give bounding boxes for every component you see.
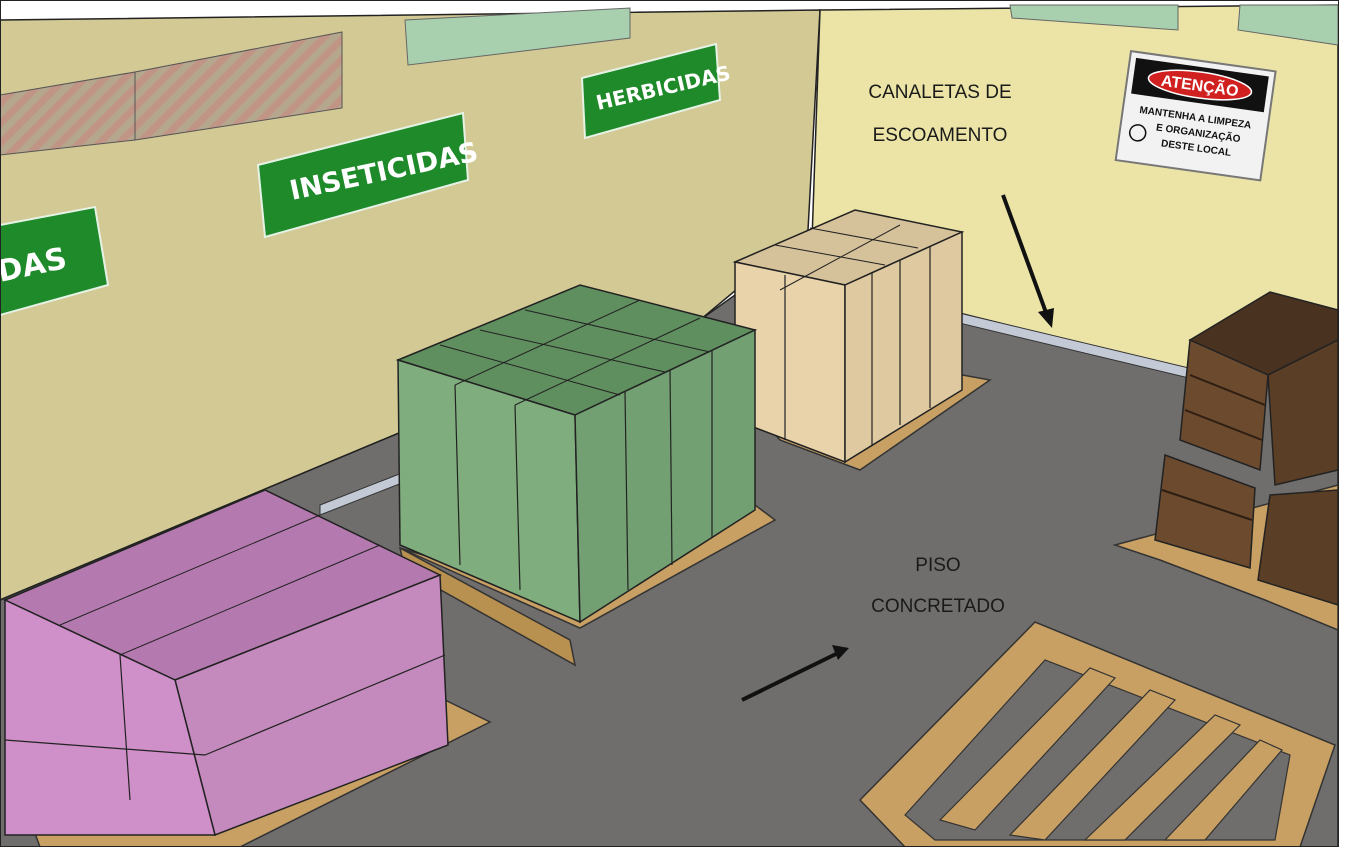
vent-grille-2 bbox=[134, 31, 343, 141]
pink-box-stack bbox=[3, 489, 449, 837]
arrow-canaletas bbox=[1001, 194, 1054, 328]
arrow-piso bbox=[741, 645, 849, 702]
label-piso-line2: CONCRETADO bbox=[871, 596, 1005, 617]
sign-herbicidas: HERBICIDAS bbox=[580, 42, 733, 140]
window-2 bbox=[1009, 4, 1179, 31]
label-canaletas-line1: CANALETAS DE bbox=[868, 82, 1011, 103]
window-1 bbox=[404, 7, 631, 66]
green-box-stack bbox=[395, 284, 758, 624]
sign-partial: DAS bbox=[0, 205, 110, 317]
label-canaletas-line2: ESCOAMENTO bbox=[873, 125, 1008, 146]
thumbs-up-icon bbox=[1128, 124, 1147, 142]
warning-sign: ATENÇÃO MANTENHA A LIMPEZA E ORGANIZAÇÃO… bbox=[1114, 49, 1277, 182]
cream-box-stack bbox=[732, 209, 965, 464]
empty-pallet bbox=[858, 621, 1336, 847]
label-piso-line1: PISO bbox=[915, 555, 960, 576]
wooden-crates bbox=[1112, 291, 1339, 632]
